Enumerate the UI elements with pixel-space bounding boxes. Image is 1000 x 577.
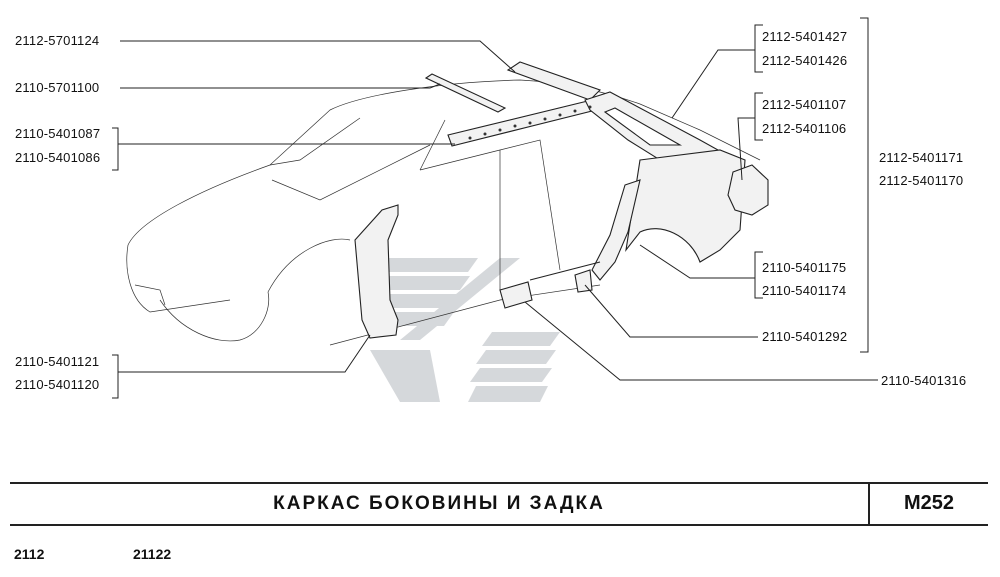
leader-line [120, 83, 441, 89]
part-label-2110-5401175: 2110-5401175 [762, 260, 847, 275]
watermark-stripe [470, 368, 552, 382]
sill-line [529, 261, 601, 281]
front-wheel-arch [159, 291, 270, 342]
body-parts [354, 61, 769, 339]
part-label-2110-5401174: 2110-5401174 [762, 283, 847, 298]
leader-bracket [754, 251, 763, 299]
parts-diagram: 2112-5701124 2110-5701100 2110-5401087 2… [15, 17, 967, 402]
sill-reinforcement-part [574, 269, 593, 293]
part-label-2112-5701124: 2112-5701124 [15, 33, 100, 48]
roof-bow-part [424, 73, 507, 113]
wheel-arch-inner-part [591, 179, 641, 281]
part-label-2110-5401086: 2110-5401086 [15, 150, 101, 165]
part-label-2110-5401292: 2110-5401292 [762, 329, 848, 344]
watermark-slash [400, 258, 520, 340]
diagram-svg [112, 17, 878, 402]
leader-line [118, 334, 371, 373]
quarter-window-opening [603, 107, 683, 146]
windshield-outline [269, 117, 361, 166]
watermark-stripe [468, 386, 548, 402]
leader-line [639, 244, 755, 279]
rail-holes [468, 105, 592, 140]
leader-line [737, 117, 755, 181]
rear-bracket-part [727, 164, 769, 216]
leader-bracket [754, 92, 763, 141]
watermark-logo [368, 258, 560, 402]
front-pillar-part [354, 204, 399, 339]
model-number: 2112 [14, 546, 45, 562]
leader-line [524, 301, 878, 381]
roof-side-rail-part [447, 97, 605, 147]
watermark-stripe [476, 350, 556, 364]
part-label-2112-5401106: 2112-5401106 [762, 121, 847, 136]
title-divider [868, 484, 870, 524]
watermark-stripe [372, 294, 462, 308]
section-code: М252 [903, 492, 955, 514]
leader-line [120, 40, 516, 73]
part-label-2112-5401427: 2112-5401427 [762, 29, 848, 44]
hood-outline [271, 144, 431, 201]
headlight-outline [134, 284, 166, 306]
a-pillar-outline [419, 119, 446, 171]
front-fender-outline [267, 238, 351, 293]
front-bumper-outline [126, 244, 231, 313]
leader-line [671, 49, 755, 119]
part-label-2110-5401120: 2110-5401120 [15, 377, 100, 392]
part-label-2110-5701100: 2110-5701100 [15, 80, 100, 95]
roof-rail-part [506, 61, 602, 101]
part-label-2112-5401107: 2112-5401107 [762, 97, 847, 112]
part-label-2110-5401121: 2110-5401121 [15, 354, 100, 369]
leader-lines [112, 17, 878, 399]
leader-bracket [112, 354, 119, 399]
rear-quarter-panel-part [625, 149, 746, 263]
leader-bracket [112, 127, 119, 171]
leader-bracket-big [860, 17, 869, 353]
part-label-2110-5401087: 2110-5401087 [15, 126, 101, 141]
rear-door-outline [499, 139, 561, 271]
sill-bracket-part [499, 281, 533, 309]
part-label-2112-5401171: 2112-5401171 [879, 150, 964, 165]
leader-line [584, 284, 758, 338]
rear-quarter-frame-part [584, 91, 720, 161]
watermark-stripe [482, 332, 560, 346]
part-label-2110-5401316: 2110-5401316 [881, 373, 967, 388]
leader-bracket [754, 24, 763, 73]
title-bar: КАРКАС БОКОВИНЫ И ЗАДКА М252 [10, 482, 988, 526]
watermark-chevron [370, 350, 440, 402]
watermark-stripe [376, 276, 470, 290]
part-label-2112-5401170: 2112-5401170 [879, 173, 964, 188]
page-title: КАРКАС БОКОВИНЫ И ЗАДКА [273, 493, 605, 514]
part-label-2112-5401426: 2112-5401426 [762, 53, 848, 68]
model-number: 21122 [133, 546, 172, 562]
watermark-stripe [380, 258, 478, 272]
